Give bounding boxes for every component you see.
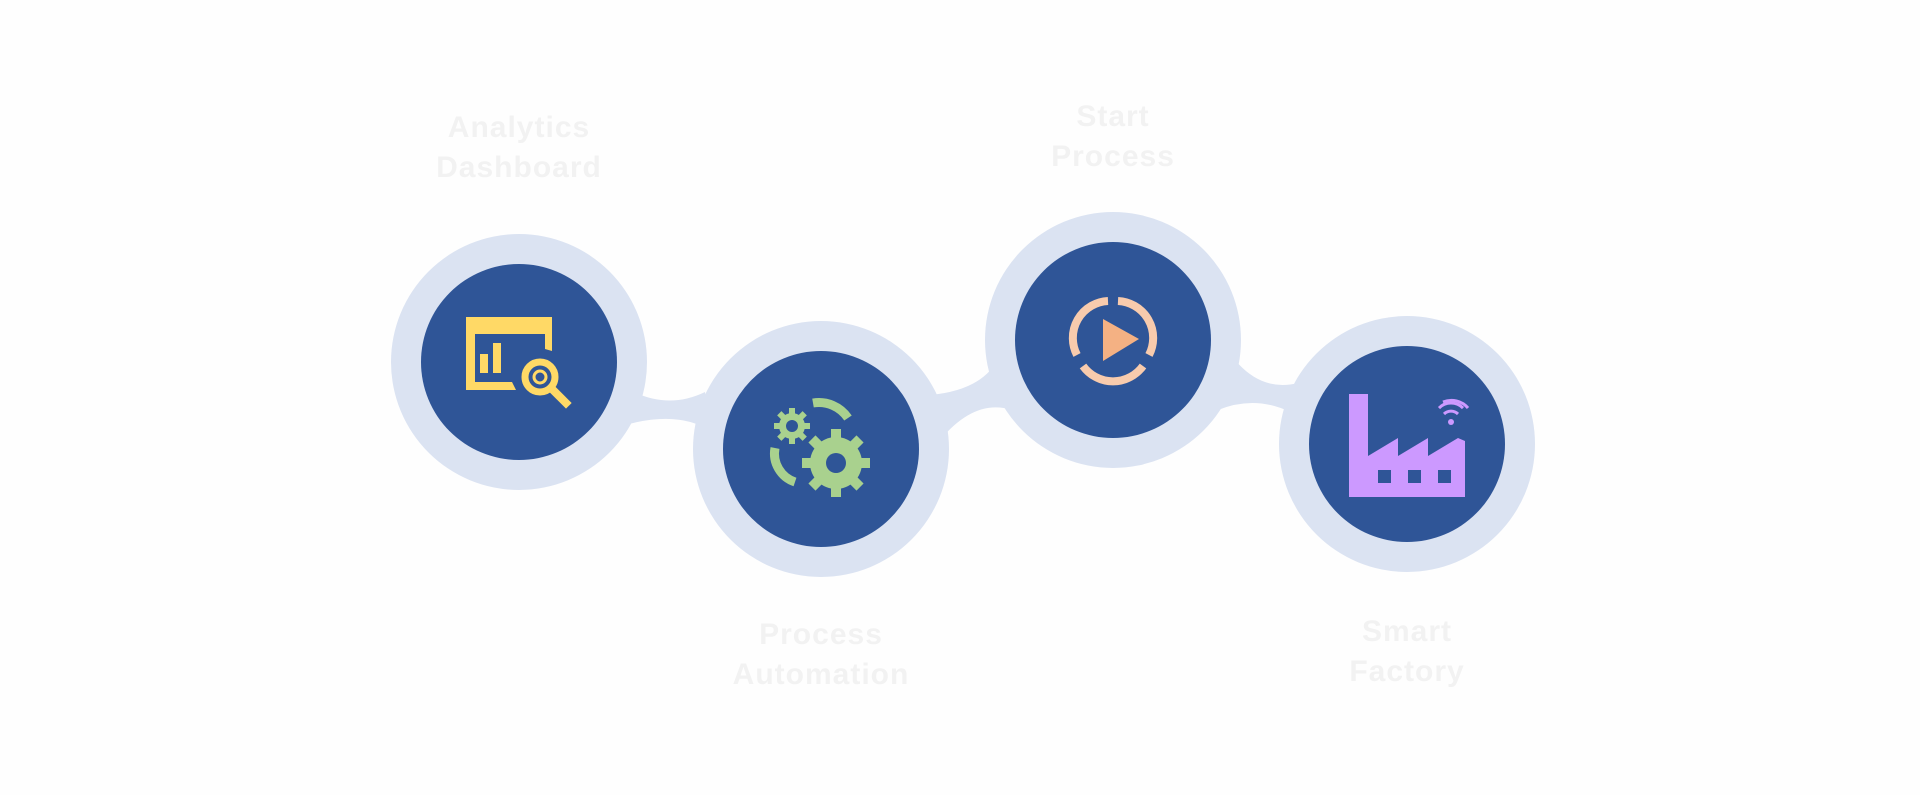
step-1-label: Analytics Dashboard <box>389 108 649 188</box>
step-3-label-line2: Process <box>1051 140 1175 173</box>
step-4-label-line2: Factory <box>1349 655 1465 688</box>
step-3-label: Start Process <box>983 97 1243 177</box>
step-1-label-line2: Dashboard <box>436 151 602 184</box>
dashboard-search-icon <box>466 317 572 409</box>
step-2-label-line2: Automation <box>732 658 910 691</box>
gears-cycle-icon <box>770 398 870 497</box>
step-4-label-line1: Smart <box>1361 615 1453 648</box>
step-4-label: Smart Factory <box>1277 612 1537 692</box>
step-4-disc <box>1309 346 1505 542</box>
connector-1-2 <box>625 390 712 432</box>
step-4 <box>1279 316 1535 572</box>
connector-3-4 <box>1218 360 1298 412</box>
play-cycle-icon <box>1068 297 1158 386</box>
step-1-label-line1: Analytics <box>447 111 591 144</box>
step-1-disc <box>421 264 617 460</box>
smart-factory-icon <box>1349 394 1470 497</box>
step-2-label: Process Automation <box>691 615 951 695</box>
step-2-label-line1: Process <box>759 618 883 651</box>
step-3 <box>985 212 1241 468</box>
step-3-label-line1: Start <box>1076 100 1150 133</box>
step-1 <box>391 234 647 490</box>
step-2 <box>693 321 949 577</box>
